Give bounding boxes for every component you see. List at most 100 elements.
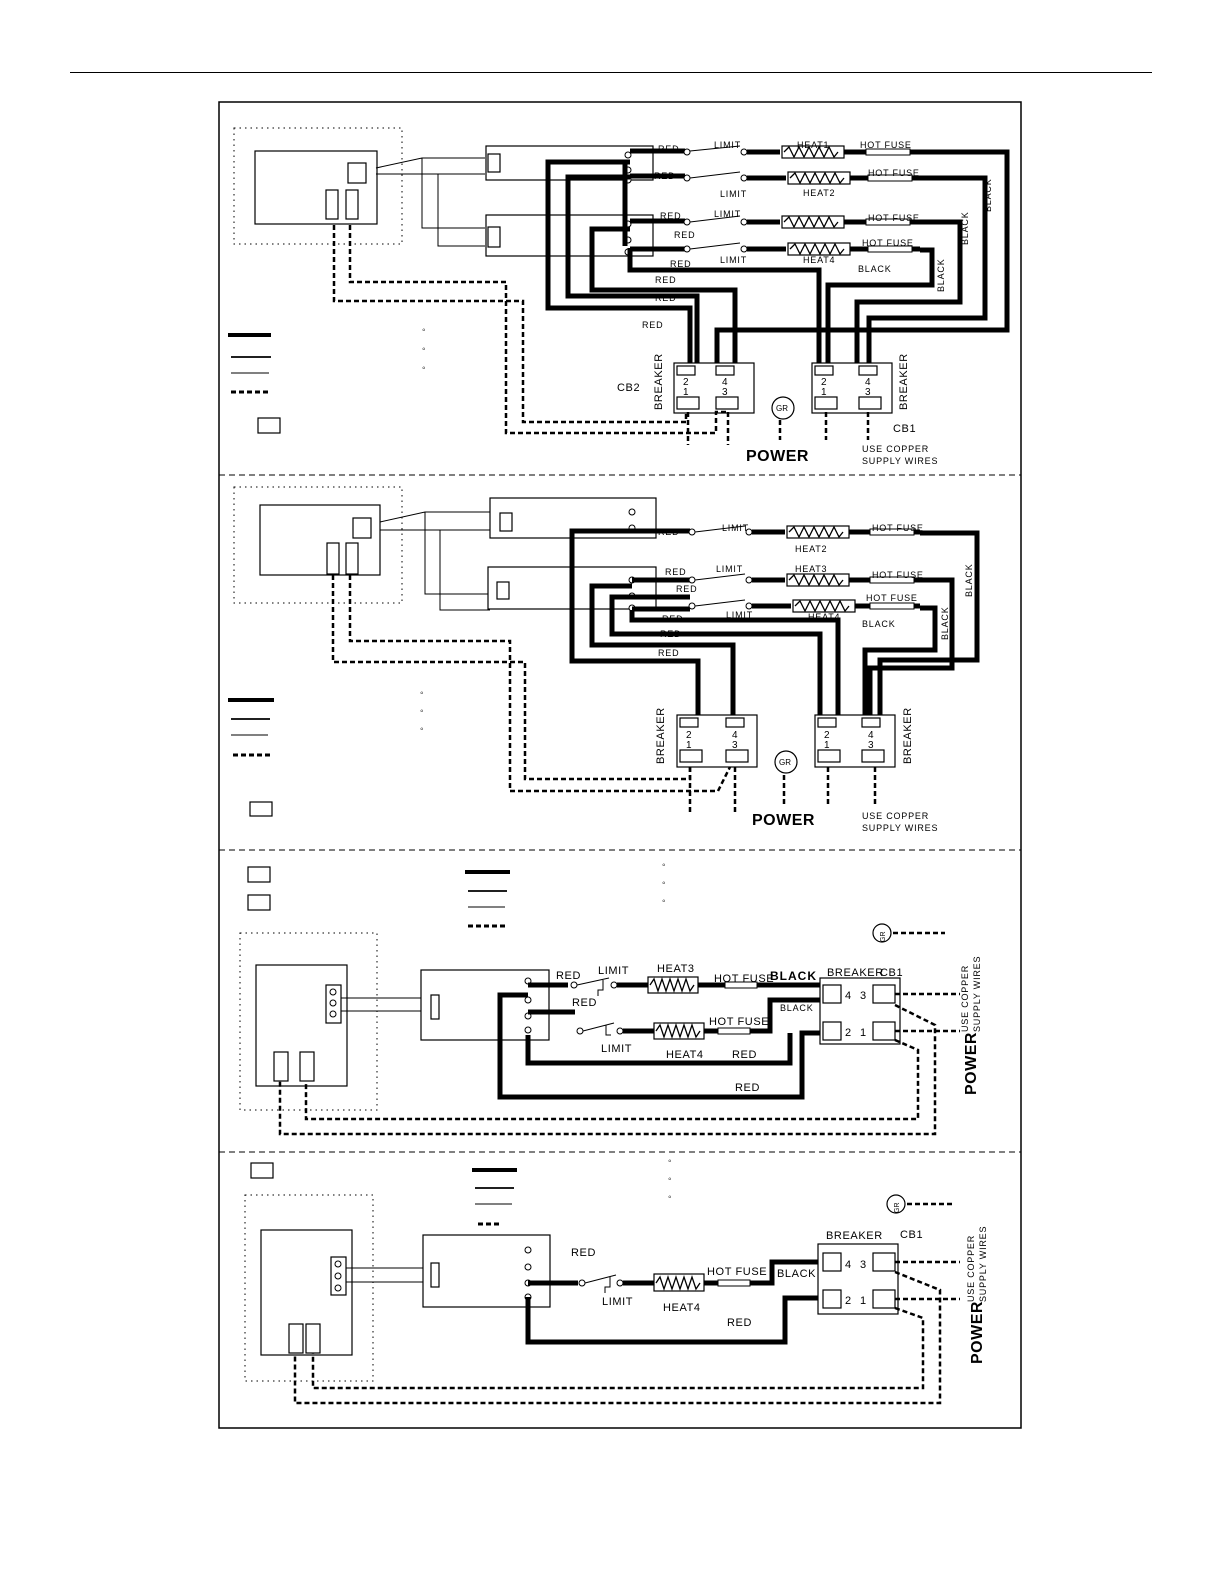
- heater-label: HEAT2: [803, 188, 835, 198]
- fuse-label: HOT FUSE: [866, 593, 918, 603]
- wire-label: BLACK: [777, 1268, 816, 1280]
- power-label: POWER: [746, 448, 809, 465]
- fuse-label: HOT FUSE: [868, 168, 920, 178]
- board-relay: [288, 1323, 304, 1354]
- section-2: RED RED RED RED RED RED LIMIT LIMIT LIMI…: [228, 486, 980, 833]
- wire-label: BLACK: [960, 211, 970, 245]
- limit-label: LIMIT: [716, 564, 743, 574]
- legend-bullet: ◦: [420, 688, 424, 699]
- terminal-number: 1: [860, 1295, 867, 1307]
- wire-label: BLACK: [936, 258, 946, 292]
- terminal-number: 2: [821, 377, 827, 388]
- limit-label: LIMIT: [722, 523, 749, 533]
- limit-label: LIMIT: [598, 965, 629, 977]
- legend-bullet: ◦: [420, 706, 424, 717]
- board-relay: [325, 189, 339, 220]
- power-label: POWER: [969, 1301, 986, 1364]
- terminal-number: 2: [683, 377, 689, 388]
- heater-label: HEAT1: [797, 140, 829, 150]
- terminal-number: 2: [686, 730, 692, 741]
- terminal-number: 3: [722, 387, 728, 398]
- copper-note: SUPPLY WIRES: [862, 823, 938, 833]
- terminal-number: 2: [845, 1295, 852, 1307]
- wire-label: RED: [676, 584, 697, 594]
- wire-label: RED: [727, 1317, 752, 1329]
- board-connector: [352, 517, 372, 539]
- legend-bullet: ◦: [662, 896, 666, 907]
- relay-coil: [499, 512, 513, 532]
- breaker-label: BREAKER: [898, 353, 910, 410]
- fuse-label: HOT FUSE: [709, 1016, 769, 1028]
- legend-bullet: ◦: [668, 1174, 672, 1185]
- wire-label: RED: [735, 1082, 760, 1094]
- terminal-number: 3: [860, 990, 867, 1002]
- heater-label: HEAT3: [657, 963, 695, 975]
- section-1: RED RED RED RED RED RED RED RED LIMIT LI…: [228, 127, 1010, 466]
- breaker-label: BREAKER: [826, 1230, 883, 1242]
- legend-bullet: ◦: [422, 325, 426, 336]
- limit-label: LIMIT: [714, 209, 741, 219]
- board-relay: [345, 542, 359, 575]
- wire-label: RED: [662, 614, 683, 624]
- cb1-label: CB1: [880, 967, 903, 979]
- power-label: POWER: [963, 1032, 980, 1095]
- ground-label: GR: [776, 404, 788, 413]
- wire-label: BLACK: [940, 606, 950, 640]
- fuse-label: HOT FUSE: [707, 1266, 767, 1278]
- breaker-label: BREAKER: [653, 353, 665, 410]
- copper-note: USE COPPER: [862, 444, 929, 454]
- limit-label: LIMIT: [601, 1043, 632, 1055]
- board-relay: [273, 1051, 289, 1082]
- wire-label: RED: [660, 211, 681, 221]
- power-label: POWER: [752, 812, 815, 829]
- terminal-number: 3: [868, 740, 874, 751]
- legend-bullet: ◦: [420, 724, 424, 735]
- wire-label: RED: [655, 293, 676, 303]
- terminal-number: 1: [683, 387, 689, 398]
- wire-label: BLACK: [983, 178, 993, 212]
- terminal-number: 4: [845, 1259, 852, 1271]
- cb1-label: CB1: [900, 1229, 923, 1241]
- cb2-label: CB2: [617, 382, 640, 394]
- fuse-label: HOT FUSE: [872, 523, 924, 533]
- terminal-number: 3: [732, 740, 738, 751]
- legend-bullet: ◦: [668, 1156, 672, 1167]
- relay-coil: [430, 1262, 440, 1288]
- terminal-number: 4: [732, 730, 738, 741]
- board-relay: [326, 542, 340, 575]
- relay-coil: [487, 226, 501, 248]
- terminal-number: 3: [865, 387, 871, 398]
- section-4: ◦ ◦ ◦ RED RED LIMIT HEAT4 HOT FUSE B: [244, 1156, 988, 1405]
- wire-label: RED: [665, 567, 686, 577]
- wire-label: RED: [660, 629, 681, 639]
- legend-bullet: ◦: [668, 1192, 672, 1203]
- copper-note: SUPPLY WIRES: [862, 456, 938, 466]
- limit-label: LIMIT: [714, 140, 741, 150]
- terminal-number: 1: [821, 387, 827, 398]
- breaker-label: BREAKER: [827, 967, 884, 979]
- copper-note: SUPPLY WIRES: [972, 956, 982, 1032]
- control-board-outline: [233, 486, 403, 604]
- fuse-label: HOT FUSE: [862, 238, 914, 248]
- heater-label: HEAT3: [795, 564, 827, 574]
- terminal-number: 2: [824, 730, 830, 741]
- limit-label: LIMIT: [720, 255, 747, 265]
- terminal-number: 4: [868, 730, 874, 741]
- wire-label: BLACK: [858, 264, 892, 274]
- wire-label: RED: [658, 527, 679, 537]
- wire-label: BLACK: [862, 619, 896, 629]
- control-board-outline: [244, 1194, 374, 1382]
- wire-label: RED: [655, 275, 676, 285]
- terminal-number: 3: [860, 1259, 867, 1271]
- terminal-number: 4: [865, 377, 871, 388]
- ground-label: GR: [880, 932, 887, 943]
- legend-bullet: ◦: [422, 363, 426, 374]
- page-header-rule: [70, 72, 1152, 73]
- heater-label: HEAT2: [795, 544, 827, 554]
- board-connector: [347, 162, 367, 184]
- legend-bullet: ◦: [662, 860, 666, 871]
- wire-label: RED: [658, 648, 679, 658]
- relay-coil: [487, 153, 501, 173]
- wire-label: RED: [571, 1247, 596, 1259]
- fuse-label: HOT FUSE: [860, 140, 912, 150]
